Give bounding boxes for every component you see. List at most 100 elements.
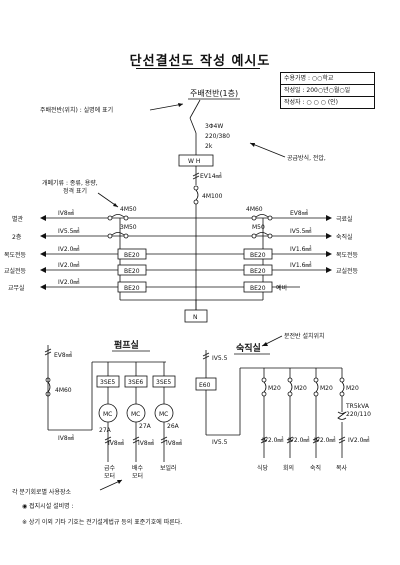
main-breaker-contact-bottom: [193, 199, 199, 205]
left-switch-1: [107, 214, 129, 221]
right-branch-label-3: 복도전등: [336, 251, 359, 259]
duty-circuit-4-contact-top: [339, 377, 345, 383]
left-branch-label-1: 별관: [12, 215, 24, 223]
pump-feed-cable: EV8㎟: [54, 351, 72, 359]
duty-circuit-3-load: 숙직: [310, 464, 321, 472]
duty-circuit-3-switch: [315, 381, 319, 393]
pump-motor-2-label: MC: [131, 411, 140, 418]
duty-circuit-2-switch: [289, 381, 293, 393]
room-note: 각 분기회로별 사용장소: [12, 488, 71, 496]
pump-motor-2-load-b: 모터: [132, 472, 143, 480]
left-box-4: [117, 264, 147, 276]
duty-location-arrowhead: [262, 342, 268, 346]
main-cable-label: EV14㎟: [200, 172, 222, 180]
left-branch-label-2: 2층: [12, 233, 22, 241]
pump-breaker-1-label: 3SE5: [100, 379, 115, 386]
left-box-3: [117, 248, 147, 260]
duty-circuit-1-contact-bottom: [261, 391, 267, 397]
duty-circuit-2-contact-top: [287, 377, 293, 383]
note-line-2: ※ 상기 이외 기타 기호는 전기설계법규 등의 표준기호에 따른다.: [22, 518, 182, 526]
duty-feed-tick: [202, 352, 210, 360]
left-switch-2-arc: [111, 232, 125, 236]
right-cable-3: IV1.6㎟: [290, 245, 311, 253]
main-breaker-contact-top: [193, 185, 199, 191]
right-switch-1-arc: [255, 214, 269, 218]
right-box-4: [243, 264, 273, 276]
duty-circuit-2-contact-bottom: [287, 391, 293, 397]
neutral-label: N: [193, 314, 198, 321]
pump-room-title: 펌프실: [114, 339, 139, 351]
duty-circuit-4: [337, 368, 347, 458]
left-box-5: [117, 281, 147, 293]
breaker-note-line1: 개폐기류 : 종류, 용량,: [42, 179, 98, 187]
duty-breaker-2: M20: [294, 385, 307, 392]
pump-breaker-2: [124, 362, 148, 462]
left-arrow-1: [40, 215, 46, 221]
right-switch-2-arc: [255, 232, 269, 236]
right-switch-1: [251, 214, 273, 221]
duty-circuit-2-tick: [286, 436, 294, 444]
left-cable-5: IV2.0㎟: [58, 278, 79, 286]
info-customer: 수용가명 : ○○학교: [281, 73, 374, 85]
duty-circuit-4-switch: [341, 381, 345, 393]
left-device-5: BE20: [124, 285, 140, 292]
left-branch-label-4: 교실전등: [4, 267, 27, 275]
breaker-note-arrowhead: [113, 203, 118, 207]
right-box-5: [243, 281, 273, 293]
pump-breaker-1: [96, 362, 120, 462]
right-branch-label-4: 교실전등: [336, 267, 359, 275]
pump-feed-breaker-switch: [47, 381, 51, 393]
duty-circuit-4-tick: [338, 436, 346, 444]
right-arrow-2: [326, 233, 332, 239]
pump-breaker-3-label: 3SE5: [156, 379, 171, 386]
left-cable-4: IV2.0㎟: [58, 261, 79, 269]
right-branch-label-1: 극료실: [336, 215, 353, 223]
main-breaker-label: 4M100: [202, 193, 223, 200]
left-device-4: BE20: [124, 268, 140, 275]
duty-feed-breaker-box: [195, 377, 217, 391]
right-box-3: [243, 248, 273, 260]
duty-room-title: 숙직실: [236, 342, 261, 354]
info-box: 수용가명 : ○○학교 작성일 : 200○년○월○일 작성자 : ○ ○ ○ …: [280, 72, 375, 109]
right-cable-2: IV5.5㎟: [290, 227, 311, 235]
pump-breaker-2-label: 3SE6: [128, 379, 143, 386]
duty-circuit-3: [312, 368, 320, 458]
page-title: 단선결선도 작성 예시도: [129, 54, 271, 69]
pump-motor-2-tick: [132, 436, 140, 444]
pump-feed-breaker: 4M60: [55, 387, 72, 394]
duty-feed-cable: IV5.5: [212, 355, 228, 362]
right-cable-4: IV1.6㎟: [290, 261, 311, 269]
left-arrow-4: [40, 267, 46, 273]
duty-circuit-3-contact-top: [313, 377, 319, 383]
left-arrow-5: [40, 284, 46, 290]
left-device-2: 3M50: [120, 224, 137, 231]
duty-circuit-4-cable: IV2.0㎟: [348, 436, 369, 444]
left-switch-2: [107, 232, 129, 239]
right-branch-label-2: 숙직실: [336, 233, 353, 241]
pump-motor-3-load-a: 보일러: [160, 464, 177, 472]
duty-circuit-3-contact-bottom: [313, 391, 319, 397]
meter-label: W H: [188, 158, 200, 165]
supply-note: 공급방식, 전압,: [287, 154, 326, 162]
duty-circuit-3-cable: IV2.0㎟: [314, 436, 335, 444]
duty-breaker-3: M20: [320, 385, 333, 392]
pump-motor-1-label: MC: [103, 411, 112, 418]
supply-note-leader: [249, 142, 286, 158]
left-device-3: BE20: [124, 252, 140, 259]
duty-circuit-2-cable: IV2.0㎟: [288, 436, 309, 444]
left-cable-1: IV8㎟: [58, 209, 74, 217]
supply-line-1: [189, 99, 201, 119]
right-device-3: BE20: [250, 252, 266, 259]
duty-outgoing-cable: IV5.5: [212, 439, 228, 446]
main-breaker-switch: [195, 189, 199, 201]
supply-line-2: [189, 117, 197, 134]
duty-circuit-1: [260, 368, 268, 458]
room-note-arrowhead: [117, 480, 122, 484]
supply-line1: 3Φ4W: [205, 123, 223, 130]
pump-motor-1-cable: IV8㎟: [108, 439, 124, 447]
right-switch-1-contact-b: [267, 215, 273, 221]
duty-breaker-4: M20: [346, 385, 359, 392]
pump-motor-2-load-a: 배수: [132, 464, 144, 472]
info-date: 작성일 : 200○년○월○일: [281, 85, 374, 97]
left-branch-label-5: 교무실: [8, 284, 25, 292]
